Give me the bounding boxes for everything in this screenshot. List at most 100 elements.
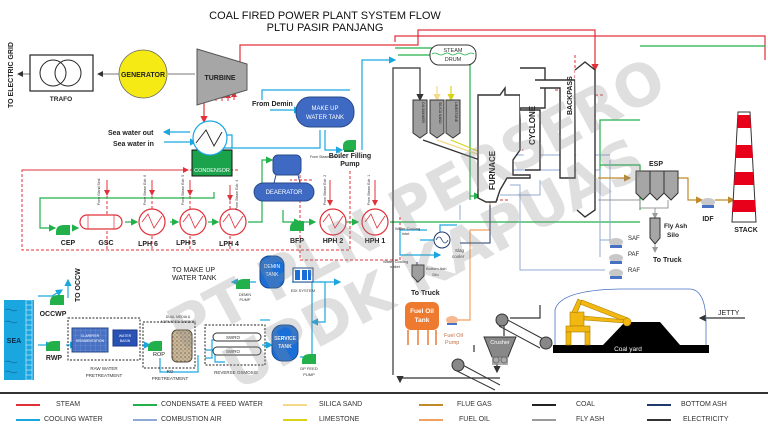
turbine-label: TURBINE xyxy=(204,75,235,82)
stacker-reclaimer[interactable] xyxy=(565,298,632,346)
legend-item-silica-sand: SILICA SAND xyxy=(283,401,362,408)
activated-carbon-filter[interactable] xyxy=(171,329,193,363)
legend-item-cooling-water: COOLING WATER xyxy=(16,416,103,423)
saf-fan[interactable] xyxy=(609,238,623,248)
stack[interactable] xyxy=(731,111,757,223)
paf-fan[interactable] xyxy=(609,254,623,264)
swro-1[interactable]: SWRO xyxy=(212,332,262,342)
raw-water-pretreatment-label-1: RAW WATER xyxy=(90,366,118,371)
makeup-water-tank[interactable]: MAKE UP WATER TANK xyxy=(295,96,355,128)
sea-water-in-label: Sea water in xyxy=(113,141,154,148)
stack-label: STACK xyxy=(734,227,758,234)
service-tank[interactable]: SERVICE TANK xyxy=(271,324,299,362)
steam-drum[interactable]: STEAM DRUM xyxy=(429,44,477,66)
condenser[interactable]: CONDENSOR xyxy=(191,120,233,177)
ro-pretreatment-box xyxy=(142,321,196,369)
crusher[interactable]: Crusher xyxy=(483,336,517,365)
hph2[interactable] xyxy=(319,208,347,236)
legend-item-coal: COAL xyxy=(532,401,595,408)
makeup-tank-label-1: MAKE UP xyxy=(311,106,338,112)
sea-label: SEA xyxy=(7,338,21,345)
lph6[interactable] xyxy=(138,208,166,236)
turbine[interactable]: TURBINE xyxy=(196,48,248,106)
idf-fan[interactable] xyxy=(701,198,715,208)
conveyor-2 xyxy=(451,358,501,391)
fly-ash-to-truck-label: To Truck xyxy=(653,257,682,264)
rop-pump[interactable] xyxy=(148,341,162,351)
bottom-ash-silo[interactable] xyxy=(411,264,425,283)
swro-1-label: SWRO xyxy=(226,335,240,340)
hph1-label: HPH 1 xyxy=(365,238,386,245)
legend-item-electricity: ELECTRICITY xyxy=(647,416,729,423)
clarifier[interactable]: CLARIFIER SEDIMENTATION xyxy=(71,327,109,353)
swro-2[interactable]: SWRO xyxy=(212,346,262,356)
reverse-osmosis-label: REVERSE OSMOSIS xyxy=(214,370,258,375)
steam-drum-label-1: STEAM xyxy=(444,48,463,54)
water-cooling-inlet-label-1: Water Cooling xyxy=(395,226,420,231)
water-cooling-outlet-label-2: outlet xyxy=(390,264,401,269)
ro-pretreatment-label-2: PRETREATMENT xyxy=(152,376,189,381)
rwp-pump[interactable] xyxy=(46,341,60,351)
gsc[interactable] xyxy=(79,214,123,230)
from-gland-seal-label: From Gland Seal xyxy=(97,178,101,205)
legend-label: COAL xyxy=(576,401,596,408)
water-basin[interactable]: WATER BASIN xyxy=(112,329,138,347)
coal-yard[interactable]: Coal yard xyxy=(553,288,709,353)
paf-label: PAF xyxy=(628,252,640,258)
makeup-tank-label-2: WATER TANK xyxy=(306,115,344,121)
legend-swatch-electricity xyxy=(647,418,671,421)
from-extr5-label: From Steam Extr. 5 xyxy=(181,175,185,205)
oil-bunker[interactable]: OIL BUNKER xyxy=(412,99,428,139)
legend-label: COMBUSTION AIR xyxy=(161,416,222,423)
fuel-oil-pump-label-2: Pump xyxy=(445,340,459,346)
legend-swatch-combustion-air xyxy=(133,418,157,421)
legend-swatch-bottom-ash xyxy=(647,403,671,406)
from-extr6-label: From Steam Extr. 6 xyxy=(143,175,147,205)
bfp-pump[interactable] xyxy=(290,221,304,231)
silica-sand-bunker[interactable]: SILICA SAND xyxy=(429,99,445,139)
raf-fan[interactable] xyxy=(609,269,623,279)
occwp-pump[interactable] xyxy=(50,295,64,305)
bottom-ash-silo-label-2: Silo xyxy=(432,272,439,277)
fly-ash-silo[interactable] xyxy=(649,217,661,245)
transformer[interactable] xyxy=(29,54,94,92)
dp-feed-pump[interactable] xyxy=(302,354,316,364)
boiler[interactable] xyxy=(477,61,596,218)
slag-cooler-label-1: Slag xyxy=(455,248,465,253)
legend-label: FUEL OIL xyxy=(459,416,490,423)
legend-swatch-steam xyxy=(16,403,40,406)
boiler-filling-pump-label-1: Boiler Filling xyxy=(329,153,371,160)
from-demin-label: From Demin xyxy=(252,101,293,108)
lph5-label: LPH 5 xyxy=(176,240,196,247)
esp[interactable] xyxy=(635,170,679,201)
to-occw-label: TO OCCW xyxy=(75,268,82,302)
raf-label: RAF xyxy=(628,268,640,274)
slag-cooler[interactable] xyxy=(433,231,451,249)
from-steam-extr6-label: From Steam Extr. 6 xyxy=(310,155,340,159)
ro-pretreatment-label-1: RO xyxy=(167,369,174,374)
fuel-oil-tank[interactable]: Fuel Oil Tank xyxy=(405,302,439,345)
demin-tank[interactable]: DEMIN TANK xyxy=(259,255,285,289)
dual-media-label-1: DUAL MEDIA & xyxy=(166,315,191,319)
demin-pump[interactable] xyxy=(236,279,250,289)
gsc-label: GSC xyxy=(98,240,113,247)
hph1[interactable] xyxy=(361,208,389,236)
demin-tank-label-1: DEMIN xyxy=(264,264,281,270)
limestone-bunker[interactable]: LIMESTONE xyxy=(445,99,461,139)
boiler-filling-pump[interactable] xyxy=(343,140,356,152)
hph2-label: HPH 2 xyxy=(323,238,344,245)
fuel-oil-pump[interactable] xyxy=(446,316,458,325)
edi-system[interactable] xyxy=(292,267,314,283)
legend-label: LIMESTONE xyxy=(319,416,360,423)
flue-gas-lines xyxy=(598,174,736,204)
generator[interactable]: GENERATOR xyxy=(118,49,168,99)
lph5[interactable] xyxy=(179,208,207,236)
bottom-ash-silo-label-1: Bottom Ash xyxy=(426,266,446,271)
legend-item-bottom-ash: BOTTOM ASH xyxy=(647,401,727,408)
cep-pump[interactable] xyxy=(56,225,70,235)
steam-drum-label-2: DRUM xyxy=(445,57,462,63)
from-extr4-label: From Steam Extr. 4 xyxy=(235,180,239,210)
deaerator[interactable]: DEAERATOR xyxy=(253,154,315,202)
lph4[interactable] xyxy=(219,208,247,236)
legend-swatch-silica-sand xyxy=(283,403,307,406)
